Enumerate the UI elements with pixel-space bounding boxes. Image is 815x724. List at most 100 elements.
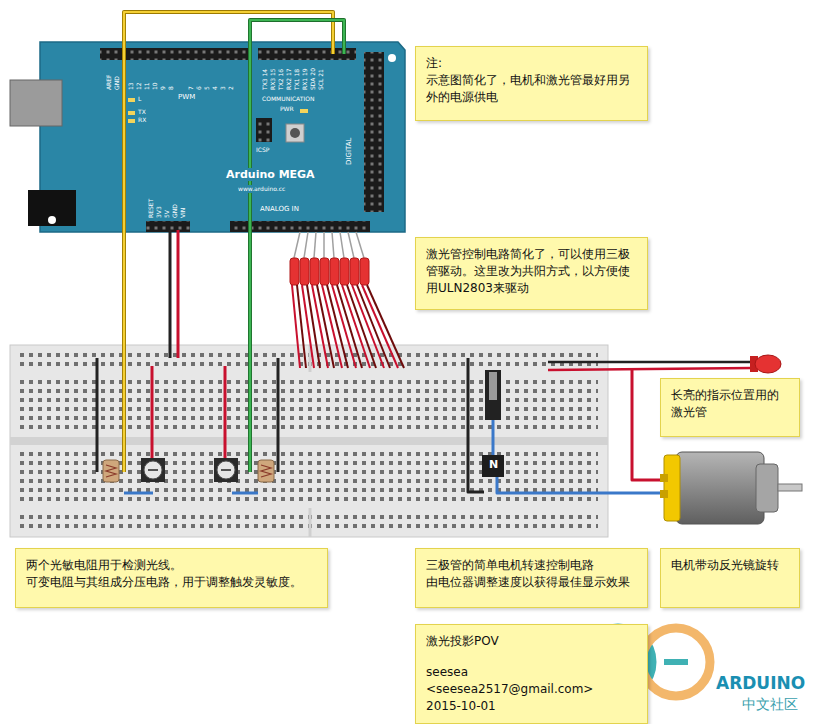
breadboard-part [10, 437, 608, 445]
note-box: 电机带动反光镜旋转 [660, 548, 800, 608]
breadboard [10, 345, 608, 537]
note-text: 由电位器调整速度以获得最佳显示效果 [426, 574, 637, 591]
note-box: 三极管的简单电机转速控制电路由电位器调整速度以获得最佳显示效果 [415, 548, 648, 608]
board-label: 3 [220, 86, 226, 90]
note-box: 激光管控制电路简化了，可以使用三极管驱动。这里改为共阳方式，以方便使用ULN28… [415, 237, 648, 310]
board-label: ARDUINO [716, 675, 805, 692]
arduino-board-part [146, 221, 190, 232]
wires-part [468, 358, 484, 492]
wires [97, 12, 752, 493]
wires-part [250, 20, 344, 472]
laser-led-part [755, 355, 781, 373]
board-label: 5 [204, 86, 210, 90]
board-label: 9 [160, 86, 166, 90]
note-text: 示意图简化了，电机和激光管最好用另外的电源供电 [426, 72, 637, 106]
breadboard-part [10, 345, 608, 537]
dc-motor-part [660, 474, 668, 482]
board-label: www.arduino.cc [236, 185, 287, 193]
arduino-board [10, 42, 405, 232]
dc-motor-part [660, 490, 668, 498]
breadboard-parts-part [106, 465, 116, 477]
dc-motor-part [756, 464, 778, 512]
breadboard-parts-part [485, 370, 501, 420]
breadboard-parts [103, 370, 504, 482]
note-text: 电机带动反光镜旋转 [671, 557, 789, 574]
breadboard-parts-part [258, 460, 274, 482]
wires-part [124, 492, 153, 495]
led-array-part-part [322, 285, 342, 368]
led-array-part-part [356, 232, 364, 258]
board-label: 11 [144, 82, 150, 90]
wires-part [124, 12, 333, 472]
arduino-board-part [128, 98, 135, 102]
led-array-part-part [330, 258, 339, 285]
led-array-part-part [350, 258, 359, 285]
note-box: 长亮的指示位置用的激光管 [660, 378, 800, 437]
led-array-part [294, 232, 364, 258]
note-box: 激光投影POVseesea <seesea2517@gmail.com>2015… [415, 624, 648, 724]
board-label: Arduino MEGA [224, 168, 317, 181]
breadboard-parts-part [221, 469, 231, 471]
board-label: 8 [168, 86, 174, 90]
arduino-board-part [128, 111, 135, 115]
led-array-part-part [320, 258, 329, 285]
board-label: GND [172, 204, 178, 218]
wires-part [124, 12, 333, 472]
led-array-part-part [332, 232, 334, 258]
led-array-part-part [337, 285, 362, 368]
arduino-board-part [128, 119, 135, 123]
breadboard-parts-part [214, 458, 238, 482]
board-label: RX [138, 117, 146, 123]
board-label: TX1 18 [294, 69, 300, 90]
arduino-board-part [300, 109, 308, 113]
board-label: ANALOG IN [260, 206, 299, 213]
led-array-part-part [300, 258, 309, 285]
board-label: COMMUNICATION [262, 96, 314, 102]
led-array-part-part [323, 232, 325, 258]
board-label: 10 [152, 82, 158, 90]
led-array-part-part [367, 285, 404, 368]
board-label: 4 [212, 86, 218, 90]
board-label: AREF [106, 74, 112, 90]
led-array-part-part [304, 232, 308, 258]
note-text: 可变电阻与其组成分压电路，用于调整触发灵敏度。 [26, 574, 317, 591]
board-label: ICSP [256, 147, 269, 153]
board-label: TX2 16 [278, 69, 284, 90]
laser-led [750, 355, 781, 373]
led-array-part-part [340, 232, 344, 258]
board-label: PWM [178, 94, 195, 101]
breadboard-part [20, 452, 598, 506]
wires-part [169, 230, 172, 358]
led-array-part-part [310, 258, 319, 285]
board-label: 3V3 [156, 206, 162, 218]
led-array-part-part [290, 258, 299, 285]
board-label: 5V [164, 210, 170, 218]
board-label: GND [114, 76, 120, 90]
wires-part [151, 366, 154, 462]
arduino-board-part [48, 216, 56, 224]
breadboard-parts-part [103, 460, 119, 482]
breadboard-parts-part [141, 458, 165, 482]
board-label: RX2 17 [286, 68, 292, 90]
wires-part [548, 368, 752, 370]
arduino-board-part [256, 118, 272, 142]
board-label: VIN [180, 208, 186, 218]
board-label: 13 [128, 82, 134, 90]
led-array-part-part [362, 285, 398, 368]
dc-motor-part [676, 452, 764, 524]
board-label: 中文社区 [742, 697, 798, 711]
dc-motor-part [664, 455, 680, 521]
board-label: 7 [188, 86, 194, 90]
arduino-board-part [364, 52, 384, 212]
breadboard-parts-part [148, 469, 158, 471]
led-array-part-part [294, 232, 300, 258]
board-label: TX3 14 [262, 69, 268, 90]
board-label: DIGITAL [346, 138, 353, 165]
breadboard-parts-part [489, 372, 497, 400]
note-text: seesea <seesea2517@gmail.com> [426, 664, 637, 698]
breadboard-parts-part [217, 461, 235, 479]
breadboard-part [309, 508, 312, 537]
board-label: L [138, 96, 141, 102]
